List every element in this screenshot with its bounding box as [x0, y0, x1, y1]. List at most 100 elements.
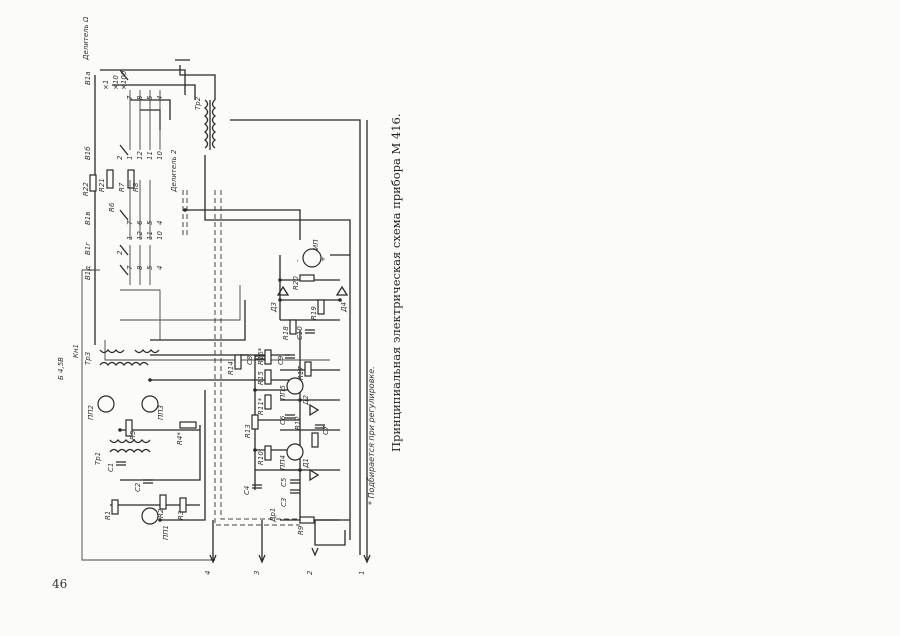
label-resistors-13: R14: [227, 361, 235, 375]
contact-number: 2: [116, 155, 124, 160]
label-resistors-12: R13: [244, 424, 252, 438]
contact-number: 1: [126, 236, 134, 240]
diodes: [276, 285, 349, 482]
label-capacitors-2: C3: [280, 498, 288, 507]
label-divider_labels-3: ×100: [120, 70, 128, 90]
contact-number: 7: [126, 95, 134, 100]
label-transistors-3: ПП4: [279, 455, 287, 470]
label-terminals-0: 4: [204, 571, 212, 575]
label-resistors-6: R7: [118, 182, 126, 192]
label-divider_labels-2: ×10: [112, 75, 120, 90]
capacitors: [116, 329, 325, 494]
label-transistors-4: ПП5: [279, 384, 287, 400]
label-resistors-20: R21: [98, 178, 106, 192]
label-capacitors-0: C1: [107, 463, 115, 472]
contact-number: 5: [146, 265, 154, 270]
contact-number: 5: [146, 95, 154, 100]
label-resistors-19: R20: [292, 276, 300, 290]
label-diodes-0: Д1: [302, 458, 310, 469]
label-resistors-2: R3: [177, 511, 185, 520]
label-capacitors-7: C8: [246, 355, 254, 365]
label-capacitors-1: C2: [134, 482, 142, 492]
contact-number: 8: [136, 95, 144, 100]
contact-number: 11: [146, 151, 154, 160]
label-transformers-1: Тр2: [194, 96, 202, 110]
switch-blades: [119, 69, 161, 285]
label-resistors-14: R15: [257, 371, 265, 385]
label-terminals-3: 1: [358, 571, 366, 575]
contact-number: 10: [156, 151, 164, 160]
label-resistors-10: R11*: [257, 397, 265, 415]
label-switch_labels-2: В1в: [84, 212, 92, 225]
label-divider_labels-0: Делитель Ω: [82, 16, 90, 61]
label-divider_labels-4: Делитель 2: [170, 149, 178, 193]
contact-number: 12: [136, 231, 144, 240]
contact-number: 5: [146, 220, 154, 225]
transistors: [97, 377, 304, 525]
page-number: 46: [52, 577, 67, 591]
resistors: [89, 169, 325, 524]
label-capacitors-8: C9: [277, 355, 285, 365]
label-other-1: Др1: [269, 508, 277, 523]
contact-number: 12: [136, 151, 144, 160]
label-resistors-8: R9: [297, 525, 305, 535]
label-resistors-0: R1: [104, 511, 112, 520]
label-transistors-1: ПП2: [87, 404, 95, 420]
label-resistors-15: R16*: [257, 347, 265, 365]
label-resistors-3: R4*: [176, 432, 184, 445]
label-resistors-4: R5: [129, 430, 137, 440]
contact-number: 6: [136, 220, 144, 225]
contact-number: 1: [126, 156, 134, 160]
contact-number: 7: [126, 265, 134, 270]
transformer-tr1: [99, 348, 160, 367]
label-resistors-9: R10: [257, 451, 265, 465]
contact-number: 4: [156, 266, 164, 270]
label-resistors-11: R12: [294, 416, 302, 430]
terminal-arrows: [209, 547, 371, 564]
contact-number: 2: [116, 250, 124, 255]
contact-number: 8: [136, 265, 144, 270]
label-terminals-1: 3: [253, 571, 261, 575]
label-meter_signs-0: -: [294, 259, 302, 262]
transformer-tr3: [109, 438, 151, 454]
label-transformers-0: Тр1: [94, 452, 102, 465]
label-switch_labels-3: В1г: [84, 242, 92, 255]
label-other-0: ИП: [312, 239, 320, 250]
label-switch_labels-1: В1б: [84, 146, 92, 160]
figure-caption: Принципиальная электрическая схема прибо…: [389, 113, 403, 452]
label-switch_labels-4: В1д: [84, 266, 92, 280]
label-other-2: Кн1: [72, 344, 80, 358]
label-switch_labels-0: В1а: [84, 71, 92, 85]
label-resistors-5: R6: [108, 202, 116, 212]
label-transistors-0: ПП1: [162, 525, 170, 540]
transformer-tr2: [203, 99, 217, 150]
contact-number: 7: [126, 220, 134, 225]
contact-number: 11: [146, 231, 154, 240]
contact-number: 4: [156, 96, 164, 100]
label-resistors-7: R8: [132, 182, 140, 192]
footnote: * Подбирается при регулировке.: [367, 366, 376, 505]
label-other-3: Б 4,5В: [57, 357, 65, 380]
label-capacitors-5: C6: [279, 415, 287, 425]
label-terminals-2: 2: [306, 570, 314, 575]
contact-number: 4: [156, 221, 164, 225]
label-diodes-1: Д2: [302, 395, 310, 406]
label-transformers-2: Тр3: [84, 352, 92, 365]
contact-number: 10: [156, 231, 164, 240]
label-meter_signs-1: +: [319, 256, 327, 262]
label-resistors-17: R18: [282, 326, 290, 340]
label-divider_labels-1: ×1: [102, 80, 110, 90]
label-diodes-3: Д4: [340, 302, 348, 313]
label-resistors-16: R17: [297, 366, 305, 380]
label-capacitors-3: C4: [243, 486, 251, 495]
label-transistors-2: ПП3: [157, 405, 165, 420]
label-resistors-21: R22: [82, 182, 90, 196]
label-diodes-2: Д3: [270, 302, 278, 313]
label-capacitors-6: C7: [322, 425, 330, 435]
label-capacitors-4: C5: [280, 477, 288, 487]
label-capacitors-9: C10: [296, 326, 304, 340]
label-resistors-18: R19: [310, 306, 318, 320]
